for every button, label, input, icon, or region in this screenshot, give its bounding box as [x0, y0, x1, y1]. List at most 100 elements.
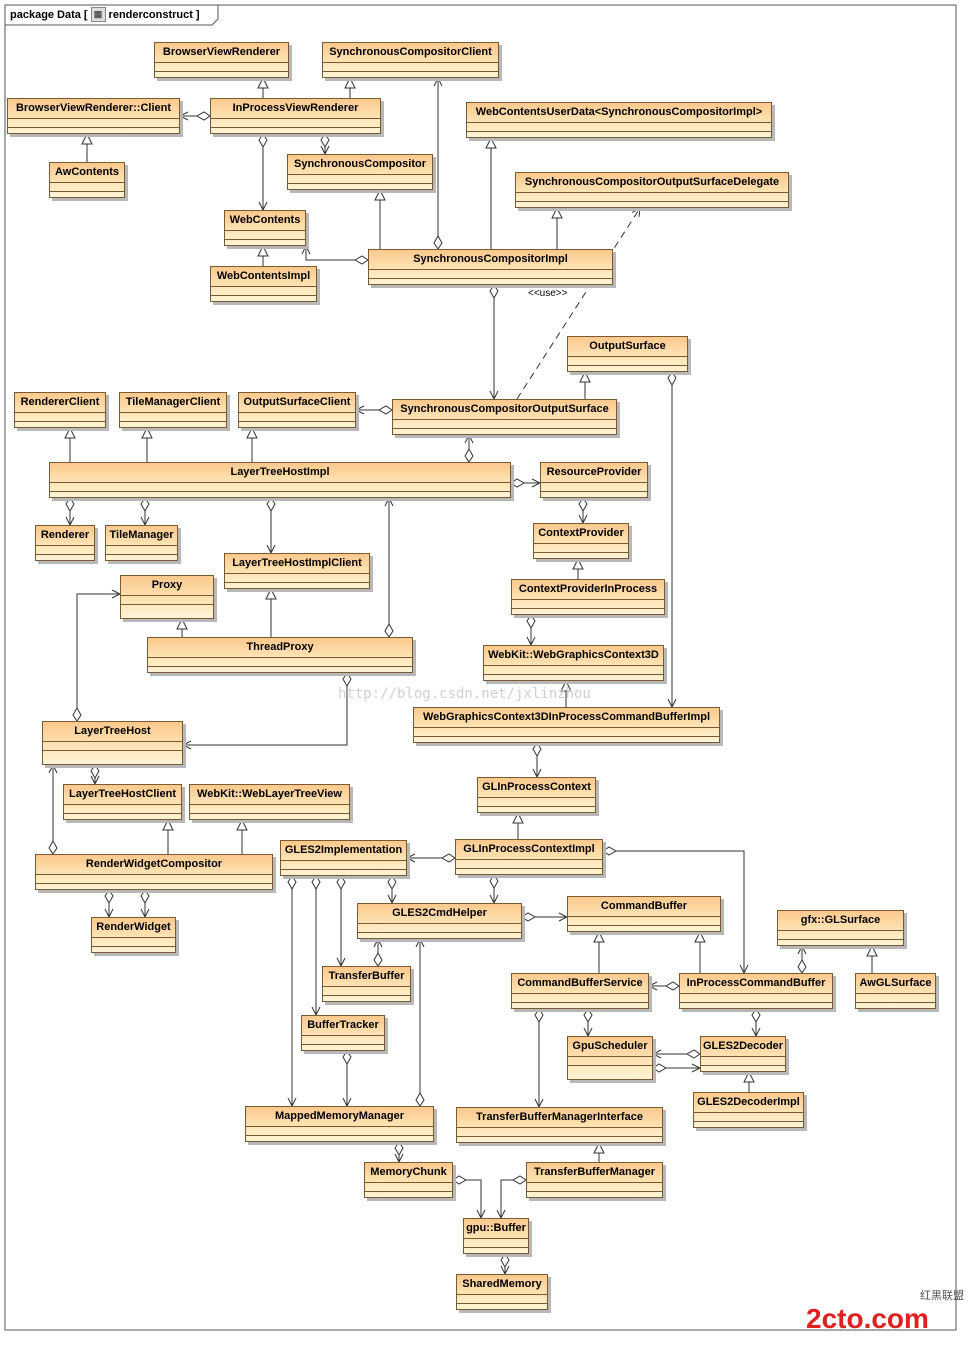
aggregation-edge — [453, 1180, 481, 1218]
class-webcontentsuserdata-synchronouscompositorimpl[interactable]: WebContentsUserData<SynchronousComposito… — [466, 102, 772, 138]
class-transferbuffermanager[interactable]: TransferBufferManager — [526, 1162, 663, 1198]
class-synchronouscompositoroutputsurfacedelegate[interactable]: SynchronousCompositorOutputSurfaceDelega… — [515, 172, 789, 208]
class-renderwidgetcompositor[interactable]: RenderWidgetCompositor — [35, 854, 273, 890]
class-name: SynchronousCompositor — [288, 155, 432, 175]
attributes-compartment — [50, 183, 124, 192]
class-gles2implementation[interactable]: GLES2Implementation — [280, 840, 407, 876]
class-name: ResourceProvider — [541, 463, 647, 483]
class-tilemanagerclient[interactable]: TileManagerClient — [119, 392, 227, 428]
class-name: SynchronousCompositorImpl — [369, 250, 612, 270]
class-inprocessviewrenderer[interactable]: InProcessViewRenderer — [210, 98, 381, 134]
class-contextprovider[interactable]: ContextProvider — [533, 523, 629, 559]
class-name: GLES2DecoderImpl — [694, 1093, 803, 1113]
watermark-text: http://blog.csdn.net/jxlinzhou — [338, 686, 591, 702]
attributes-compartment — [516, 193, 788, 202]
class-gpuscheduler[interactable]: GpuScheduler — [567, 1036, 653, 1080]
class-name: GLES2Implementation — [281, 841, 406, 861]
attributes-compartment — [302, 1036, 384, 1045]
attributes-compartment — [568, 1057, 652, 1066]
aggregation-edge — [183, 673, 347, 745]
class-gles2cmdhelper[interactable]: GLES2CmdHelper — [357, 903, 522, 939]
class-glinprocesscontext[interactable]: GLInProcessContext — [477, 777, 596, 813]
class-name: RenderWidget — [92, 918, 175, 938]
class-gles2decoder[interactable]: GLES2Decoder — [700, 1036, 786, 1072]
class-commandbufferservice[interactable]: CommandBufferService — [511, 973, 649, 1009]
attributes-compartment — [281, 861, 406, 870]
class-webkit-webgraphicscontext3d[interactable]: WebKit::WebGraphicsContext3D — [483, 645, 664, 681]
attributes-compartment — [8, 119, 179, 128]
class-sharedmemory[interactable]: SharedMemory — [456, 1274, 548, 1310]
class-name: WebKit::WebLayerTreeView — [190, 785, 349, 805]
class-glinprocesscontextimpl[interactable]: GLInProcessContextImpl — [455, 839, 603, 875]
class-name: SynchronousCompositorOutputSurfaceDelega… — [516, 173, 788, 193]
class-tilemanager[interactable]: TileManager — [105, 525, 178, 561]
class-name: SharedMemory — [457, 1275, 547, 1295]
class-layertreehost[interactable]: LayerTreeHost — [42, 721, 183, 765]
class-gfx-glsurface[interactable]: gfx::GLSurface — [777, 910, 904, 946]
aggregation-edge — [603, 851, 744, 973]
class-name: GLES2Decoder — [701, 1037, 785, 1057]
site-logo-subtitle: 红黑联盟 — [920, 1289, 964, 1302]
attributes-compartment — [239, 413, 355, 422]
attributes-compartment — [365, 1183, 452, 1192]
class-layertreehostimpl[interactable]: LayerTreeHostImpl — [49, 462, 511, 498]
class-outputsurfaceclient[interactable]: OutputSurfaceClient — [238, 392, 356, 428]
class-synchronouscompositorclient[interactable]: SynchronousCompositorClient — [322, 42, 499, 78]
frame-name: Data — [57, 8, 81, 21]
class-webkit-weblayertreeview[interactable]: WebKit::WebLayerTreeView — [189, 784, 350, 820]
class-inprocesscommandbuffer[interactable]: InProcessCommandBuffer — [679, 973, 833, 1009]
class-browserviewrenderer[interactable]: BrowserViewRenderer — [154, 42, 289, 78]
class-renderwidget[interactable]: RenderWidget — [91, 917, 176, 953]
class-awcontents[interactable]: AwContents — [49, 162, 125, 198]
class-rendererclient[interactable]: RendererClient — [14, 392, 106, 428]
attributes-compartment — [512, 600, 664, 609]
class-transferbuffermanagerinterface[interactable]: TransferBufferManagerInterface — [456, 1107, 663, 1143]
class-layertreehostclient[interactable]: LayerTreeHostClient — [63, 784, 182, 820]
class-webgraphicscontext3dinprocesscommandbufferimpl[interactable]: WebGraphicsContext3DInProcessCommandBuff… — [413, 707, 720, 743]
class-gles2decoderimpl[interactable]: GLES2DecoderImpl — [693, 1092, 804, 1128]
attributes-compartment — [225, 574, 369, 583]
class-mappedmemorymanager[interactable]: MappedMemoryManager — [245, 1106, 434, 1142]
class-name: LayerTreeHostImpl — [50, 463, 510, 483]
class-resourceprovider[interactable]: ResourceProvider — [540, 462, 648, 498]
class-memorychunk[interactable]: MemoryChunk — [364, 1162, 453, 1198]
package-frame-tab — [5, 5, 219, 26]
class-outputsurface[interactable]: OutputSurface — [567, 336, 688, 372]
class-synchronouscompositor[interactable]: SynchronousCompositor — [287, 154, 433, 190]
attributes-compartment — [680, 994, 832, 1003]
class-threadproxy[interactable]: ThreadProxy — [147, 637, 413, 673]
class-name: GLInProcessContextImpl — [456, 840, 602, 860]
class-synchronouscompositorimpl[interactable]: SynchronousCompositorImpl — [368, 249, 613, 285]
class-awglsurface[interactable]: AwGLSurface — [855, 973, 936, 1009]
class-name: RendererClient — [15, 393, 105, 413]
attributes-compartment — [106, 546, 177, 555]
attributes-compartment — [457, 1295, 547, 1304]
class-layertreehostimplclient[interactable]: LayerTreeHostImplClient — [224, 553, 370, 589]
aggregation-edge — [306, 246, 368, 260]
class-browserviewrenderer-client[interactable]: BrowserViewRenderer::Client — [7, 98, 180, 134]
class-buffertracker[interactable]: BufferTracker — [301, 1015, 385, 1051]
class-commandbuffer[interactable]: CommandBuffer — [567, 896, 721, 932]
class-webcontentsimpl[interactable]: WebContentsImpl — [210, 266, 317, 302]
class-name: GpuScheduler — [568, 1037, 652, 1057]
class-name: gfx::GLSurface — [778, 911, 903, 931]
attributes-compartment — [323, 63, 498, 72]
class-name: AwContents — [50, 163, 124, 183]
bracket-close: ] — [195, 8, 200, 21]
frame-keyword: package — [10, 8, 55, 21]
class-synchronouscompositoroutputsurface[interactable]: SynchronousCompositorOutputSurface — [392, 399, 617, 435]
attributes-compartment — [393, 420, 616, 429]
class-contextproviderinprocess[interactable]: ContextProviderInProcess — [511, 579, 665, 615]
bracket-open: [ — [83, 8, 88, 21]
class-renderer[interactable]: Renderer — [35, 525, 95, 561]
class-transferbuffer[interactable]: TransferBuffer — [322, 966, 411, 1002]
class-name: MappedMemoryManager — [246, 1107, 433, 1127]
class-proxy[interactable]: Proxy — [120, 575, 214, 619]
class-webcontents[interactable]: WebContents — [224, 210, 306, 246]
attributes-compartment — [36, 546, 94, 555]
class-name: CommandBuffer — [568, 897, 720, 917]
class-name: LayerTreeHostClient — [64, 785, 181, 805]
class-gpu-buffer[interactable]: gpu::Buffer — [463, 1218, 529, 1254]
class-name: LayerTreeHost — [43, 722, 182, 742]
attributes-compartment — [568, 917, 720, 926]
